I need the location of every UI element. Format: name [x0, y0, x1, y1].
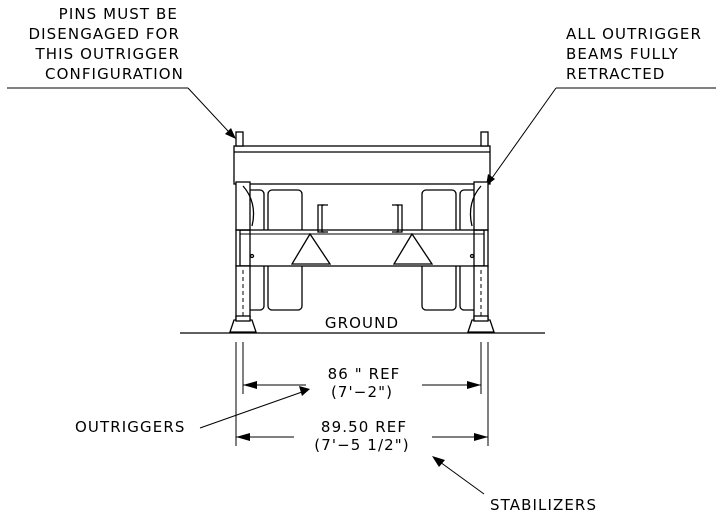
- pins-note-line-1: PINS MUST BE: [59, 5, 178, 23]
- left-stabilizer-foot: [229, 319, 257, 333]
- pins-note-line-2: DISENGAGED FOR: [29, 25, 181, 43]
- outrigger-dim-arrow-left: [243, 381, 257, 389]
- outriggers-leader: [199, 391, 303, 429]
- outrigger-dim-feet: (7'−2"): [331, 383, 393, 401]
- left-pin-lug: [235, 131, 244, 147]
- pins-note-leader: [187, 87, 229, 132]
- left-channel-bracket-inner: [321, 204, 328, 233]
- stabilizer-dim-arrow-right: [474, 433, 488, 441]
- right-channel-bracket-inner: [392, 204, 399, 233]
- retracted-note-line-2: BEAMS FULLY: [566, 45, 679, 63]
- right-foot-collar: [473, 315, 489, 322]
- stabilizer-dim-feet: (7'−5 1/2"): [314, 436, 409, 454]
- stabilizer-span-dimension: 89.50 REF (7'−5 1/2"): [236, 418, 488, 454]
- right-stabilizer-foot: [467, 319, 495, 333]
- right-channel-bracket: [396, 204, 403, 233]
- left-stabilizer-housing: [235, 181, 251, 231]
- left-hydraulic-hose: [242, 185, 255, 227]
- outriggers-label: OUTRIGGERS: [75, 418, 185, 436]
- pins-note-line-4: CONFIGURATION: [45, 65, 184, 83]
- stabilizers-callout: STABILIZERS: [432, 456, 597, 514]
- right-pin-lug: [480, 131, 489, 147]
- pins-note-callout: PINS MUST BE DISENGAGED FOR THIS OUTRIGG…: [7, 5, 236, 139]
- outrigger-span-dimension: 86 " REF (7'−2"): [243, 365, 481, 401]
- left-channel-bracket: [317, 204, 324, 233]
- vehicle-rear-view: [229, 131, 495, 333]
- right-pin-hole: [469, 253, 475, 259]
- ground-label: GROUND: [325, 314, 399, 332]
- outriggers-callout: OUTRIGGERS: [75, 386, 310, 436]
- pins-note-arrowhead: [225, 128, 236, 139]
- outrigger-dim-arrow-right: [467, 381, 481, 389]
- stabilizers-arrowhead: [432, 456, 445, 467]
- right-gusset: [392, 232, 434, 265]
- left-gusset: [290, 232, 332, 265]
- right-hydraulic-hose: [469, 185, 482, 227]
- retracted-note-line-1: ALL OUTRIGGER: [566, 25, 702, 43]
- retracted-note-line-3: RETRACTED: [566, 65, 665, 83]
- stabilizers-label: STABILIZERS: [490, 496, 597, 514]
- left-pin-hole: [249, 253, 255, 259]
- retracted-note-callout: ALL OUTRIGGER BEAMS FULLY RETRACTED: [486, 25, 716, 186]
- outriggers-arrowhead: [299, 386, 310, 396]
- deck-panel: [233, 145, 491, 185]
- stabilizers-leader: [439, 461, 485, 495]
- outrigger-cross-beam: [239, 229, 485, 267]
- left-foot-collar: [235, 315, 251, 322]
- stabilizer-dim-value: 89.50 REF: [321, 418, 407, 436]
- outrigger-dim-value: 86 " REF: [328, 365, 401, 383]
- right-stabilizer-housing: [473, 181, 489, 231]
- pins-note-line-3: THIS OUTRIGGER: [35, 45, 181, 63]
- retracted-note-leader: [491, 87, 557, 179]
- stabilizer-dim-arrow-left: [236, 433, 250, 441]
